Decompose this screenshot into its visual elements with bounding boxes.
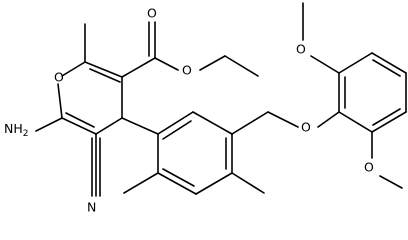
aryl-methyl-right xyxy=(231,172,265,194)
amino-bond xyxy=(35,117,63,132)
bond-ch2-oether xyxy=(267,111,299,128)
atom-carbonyl-oxygen: O xyxy=(147,6,157,21)
bond-c5-c6-double xyxy=(65,112,95,128)
atom-nitrile-nitrogen: N xyxy=(87,200,96,215)
atom-ester-oxygen: O xyxy=(182,63,192,78)
aryl-bond-5-double xyxy=(162,168,195,187)
ring2-bond-6 xyxy=(338,111,373,133)
molecule-drawing: O O O O O O N NH2 xyxy=(4,2,407,215)
aryl-bond-2 xyxy=(192,111,233,135)
bond-c6-o1 xyxy=(57,83,63,119)
ring2-bond-5 xyxy=(371,111,407,133)
bond-c2-c3 xyxy=(84,61,123,78)
bond-c2-c3-double xyxy=(89,68,121,83)
amino-label: NH xyxy=(4,121,23,136)
dimethylphenyl-ring xyxy=(157,111,233,195)
bond-oester-ch2 xyxy=(199,55,226,71)
bond-c4-aryl xyxy=(121,117,159,135)
methoxy-top-bond-1 xyxy=(310,55,340,74)
structure-canvas: O O O O O O N NH2 xyxy=(4,2,407,215)
bond-carbonyl-oester xyxy=(154,57,179,71)
ester-group xyxy=(121,21,259,78)
atom-methoxy-bottom-oxygen: O xyxy=(364,160,374,175)
pyran-ring xyxy=(57,61,123,135)
bond-c5-c6 xyxy=(61,117,97,135)
bond-oether-aryl2 xyxy=(317,111,340,128)
aryl-bond-1 xyxy=(157,111,194,135)
aryl-bond-4 xyxy=(195,172,233,195)
ring2-bond-2 xyxy=(338,52,373,74)
bond-c3-carbonyl xyxy=(121,57,156,78)
atom-ether-oxygen: O xyxy=(301,120,311,135)
bond-c4-c5 xyxy=(95,117,123,135)
ring2-bond-5-double xyxy=(372,108,401,126)
nitrile-group xyxy=(91,133,101,197)
atom-ring-oxygen: O xyxy=(54,70,64,85)
bond-aryl-ch2 xyxy=(231,111,269,135)
aryl-bond-5 xyxy=(157,172,197,195)
methoxy-bottom-bond-2 xyxy=(379,175,403,189)
ring2-bond-3 xyxy=(371,52,407,74)
atom-amino-group: NH2 xyxy=(4,121,28,139)
aryl-bond-1-double xyxy=(162,120,192,140)
amino-subscript: 2 xyxy=(23,129,29,139)
dimethoxyphenyl-ring xyxy=(338,52,407,133)
atom-methoxy-top-oxygen: O xyxy=(296,42,306,57)
bond-o1-c2 xyxy=(61,61,86,77)
aryl-methyl-left xyxy=(123,172,159,194)
bond-ch2-ch3 xyxy=(224,55,259,77)
ring2-bond-3-double xyxy=(372,59,401,77)
